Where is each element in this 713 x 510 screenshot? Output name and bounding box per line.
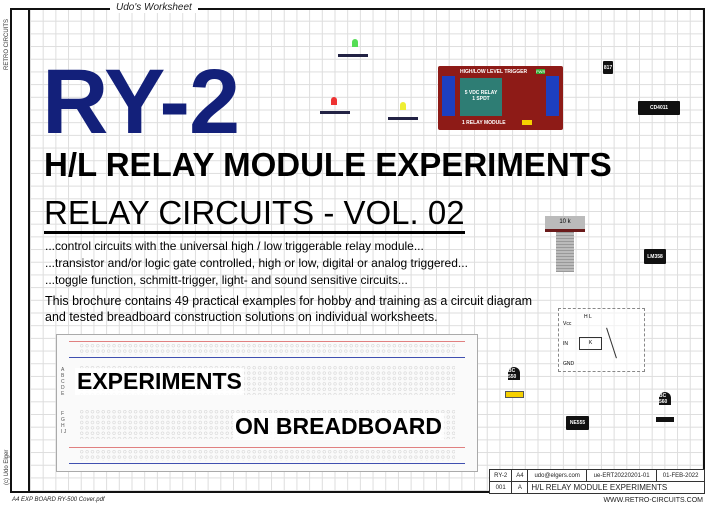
filename: A4 EXP BOARD RY-500 Cover.pdf [12,497,105,503]
transistor-lead-marker [505,391,524,398]
jumper [522,120,532,125]
breadboard-word-on-breadboard: ON BREADBOARD [233,413,444,440]
side-label-top: RETRO CIRCUITS [4,19,10,70]
led-red-icon [331,97,337,105]
title-sub: RELAY CIRCUITS - VOL. 02 [44,196,465,234]
row-labels-top: A B C D E [61,367,65,397]
transistor-leads [656,417,674,422]
relay-schematic: Vcc IN GND H L K [558,308,645,372]
jumper-hl: H L [584,314,592,320]
relay-coil: K [579,337,602,350]
website: WWW.RETRO-CIRCUITS.COM [603,497,703,504]
title-code: RY-2 [42,51,240,153]
side-label-bottom: (c) Udo Elger [4,449,10,485]
description: This brochure contains 49 practical exam… [45,294,533,308]
pwr-led: PWR [536,69,546,74]
relay-module-label: HIGH/LOW LEVEL TRIGGER [460,69,528,75]
led-green-icon [352,39,358,47]
pin-gnd: GND [563,361,575,367]
worksheet-label: Udo's Worksheet [110,2,198,13]
terminal-left [442,76,455,116]
description: and tested breadboard construction solut… [45,310,438,324]
ic-lm358: LM358 [644,249,666,264]
worksheet-frame [10,8,705,493]
potentiometer: 10 k [545,216,585,232]
pin-vcc: Vcc [563,321,572,327]
ic-cd4011: CD4011 [638,101,680,115]
pin-in: IN [563,341,568,347]
feature-line: ...toggle function, schmitt-trigger, lig… [45,273,408,287]
title-main: H/L RELAY MODULE EXPERIMENTS [44,146,612,183]
led-holder [388,117,418,120]
led-holder [338,54,368,57]
led-yellow-icon [400,102,406,110]
ic-ne555: NE555 [566,416,589,430]
breadboard: A B C D E F G H I J EXPERIMENTS ON BREAD… [56,334,478,472]
ic-817: 817 [603,61,613,74]
transistor-bc: BC 550 [508,367,520,380]
breadboard-word-experiments: EXPERIMENTS [75,368,244,395]
feature-line: ...transistor and/or logic gate controll… [45,256,468,270]
terminal-right [546,76,559,116]
row-labels-bottom: F G H I J [61,411,67,435]
potentiometer-shaft [556,232,574,272]
relay-module-bottom-label: 1 RELAY MODULE [462,120,506,126]
relay-contact [606,327,617,359]
feature-line: ...control circuits with the universal h… [45,239,424,253]
led-holder [320,111,350,114]
sidebar-divider [28,8,30,493]
transistor-bc-2: BC 560 [659,392,671,405]
